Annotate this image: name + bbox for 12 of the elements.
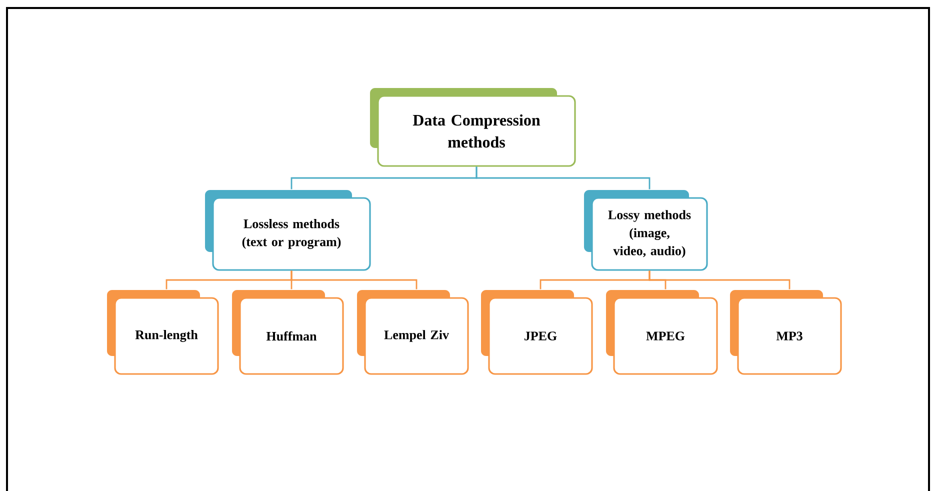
node-box: Data Compression methods [370,88,576,167]
node-box: JPEG [481,290,593,375]
connector-line [290,270,418,290]
connector-line [648,270,790,290]
node-box: MPEG [606,290,718,375]
node-box: Lossy methods (image, video, audio) [584,190,708,271]
connector-line [476,166,650,190]
node-box: Lempel Ziv [357,290,469,375]
node-box: Run-length [107,290,219,375]
node-box: Lossless methods (text or program) [205,190,371,271]
node-box: MP3 [730,290,842,375]
node-box: Huffman [232,290,344,375]
